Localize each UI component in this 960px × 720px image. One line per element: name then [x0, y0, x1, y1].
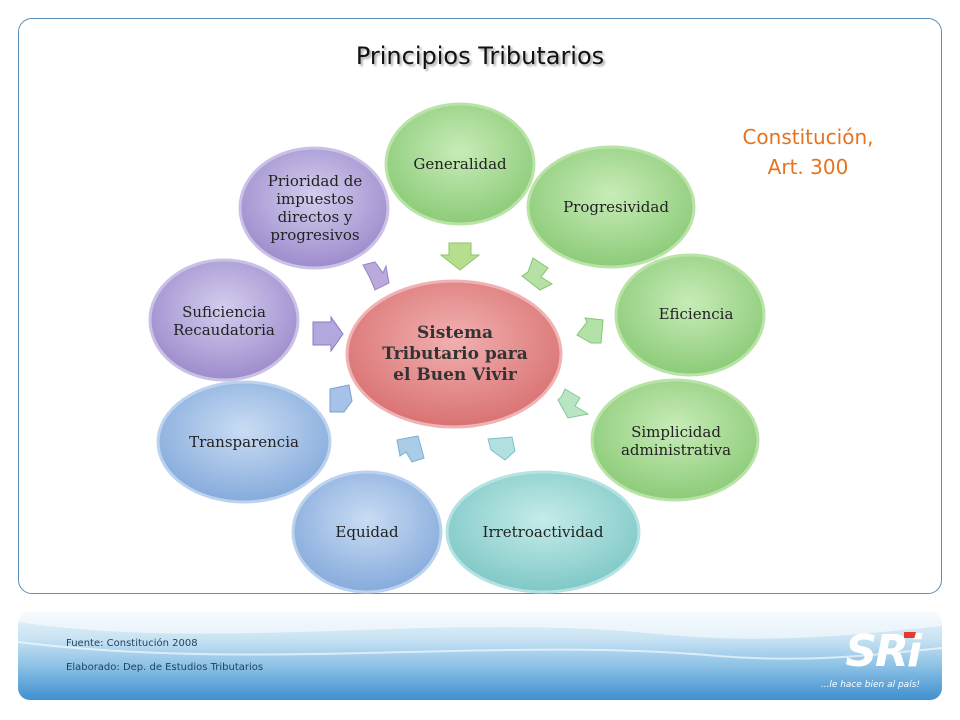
footer-prepared-by: Elaborado: Dep. de Estudios Tributarios [66, 662, 264, 673]
arrow-progresividad [521, 257, 554, 291]
reference-line-1: Constitución, [742, 125, 874, 149]
arrow-eficiencia [576, 317, 604, 344]
node-label-transparencia: Transparencia [189, 433, 299, 451]
arrow-simplicidad [557, 388, 590, 419]
logo-tagline: ...le hace bien al país! [820, 680, 920, 690]
reference-line-2: Art. 300 [767, 155, 849, 179]
arrow-irretroactividad [487, 436, 516, 461]
constitution-reference: Constitución, Art. 300 [728, 122, 888, 182]
node-label-simplicidad: Simplicidad administrativa [620, 423, 732, 459]
node-circle-equidad [291, 470, 443, 594]
node-label-generalidad: Generalidad [413, 155, 507, 173]
node-circle-generalidad [384, 102, 536, 226]
arrow-suficiencia [312, 315, 344, 353]
logo-accent-icon [904, 632, 916, 638]
footer-wave-decoration [18, 612, 942, 660]
node-label-eficiencia: Eficiencia [658, 305, 734, 323]
node-label-equidad: Equidad [335, 523, 399, 541]
principles-diagram [148, 102, 766, 594]
node-circle-simplicidad [590, 378, 760, 502]
footer-source: Fuente: Constitución 2008 [66, 638, 198, 649]
arrow-transparencia [329, 384, 353, 413]
arrow-prioridad [362, 261, 390, 291]
arrow-generalidad [439, 242, 481, 271]
slide-title: Principios Tributarios [355, 42, 605, 70]
node-label-progresividad: Progresividad [563, 198, 669, 216]
center-circle [345, 279, 563, 429]
node-circle-transparencia [156, 380, 332, 504]
arrow-equidad [396, 435, 425, 463]
center-label: Sistema Tributario para el Buen Vivir [382, 322, 528, 385]
footer-band: Fuente: Constitución 2008 Elaborado: Dep… [18, 612, 942, 700]
node-circle-eficiencia [614, 253, 766, 377]
sri-logo: SRi ...le hace bien al país! [814, 620, 924, 692]
node-circle-prioridad [238, 146, 390, 270]
node-circle-irretroactividad [445, 470, 641, 594]
node-label-suficiencia: Suficiencia Recaudatoria [173, 303, 275, 339]
node-circle-progresividad [526, 145, 696, 269]
node-circle-suficiencia [148, 258, 300, 382]
node-label-irretroactividad: Irretroactividad [482, 523, 604, 541]
node-label-prioridad: Prioridad de impuestos directos y progre… [267, 172, 363, 244]
